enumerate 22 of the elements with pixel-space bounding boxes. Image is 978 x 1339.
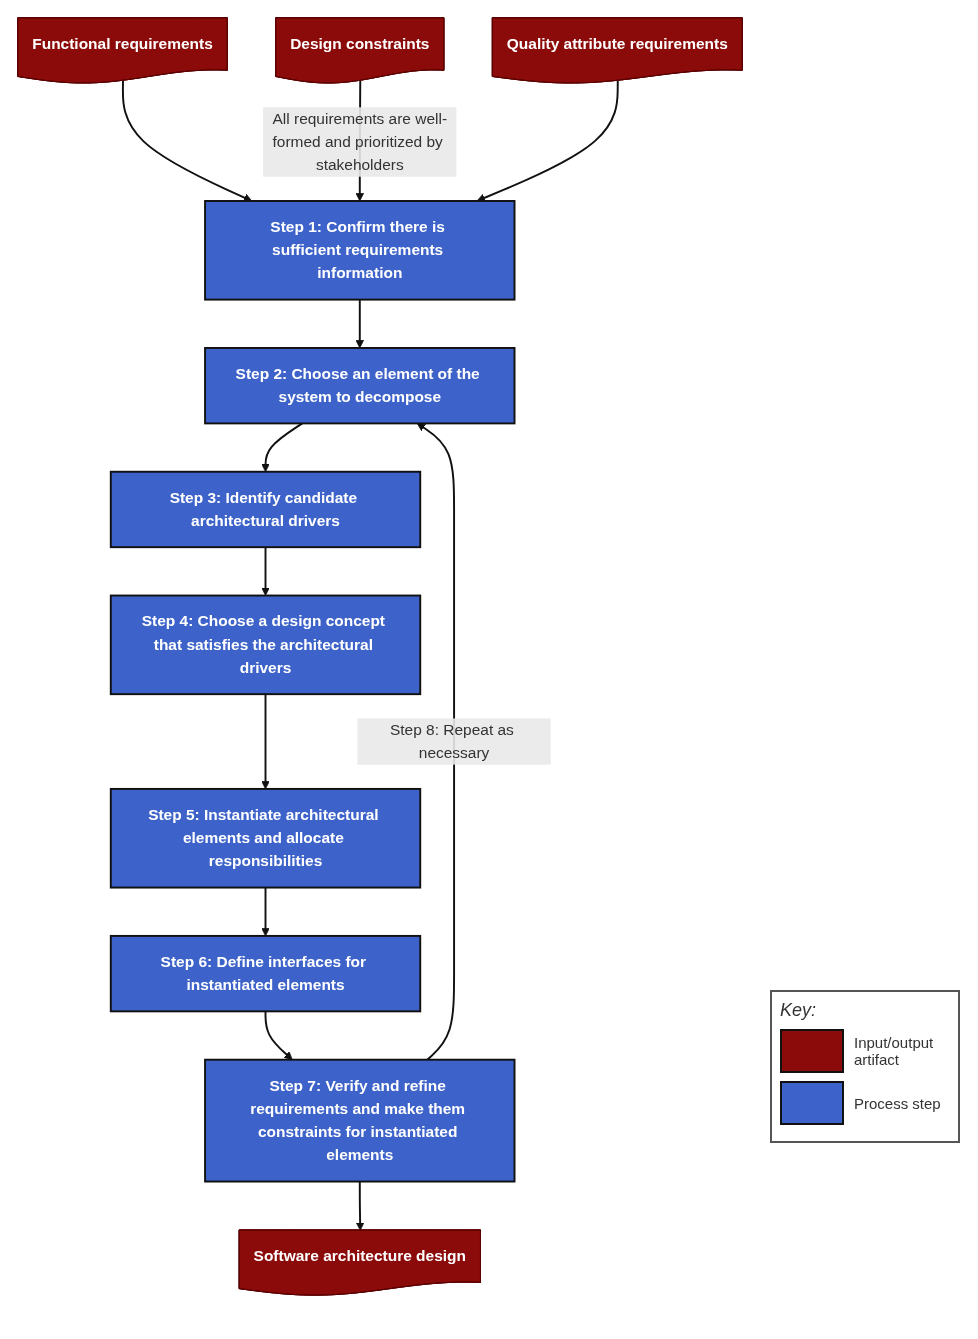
node-box: Step 2: Choose an element of the system to decompose	[204, 347, 516, 425]
legend-text: Process step	[854, 1094, 941, 1112]
arrow	[261, 886, 270, 937]
node-box: Step 7: Verify and refine requirements and make them constraints for instantiated elements	[204, 1058, 516, 1183]
node-box: Step 4: Choose a design concept that satisfies the architectural drivers	[109, 594, 422, 696]
edge-label: Step 8: Repeat as necessary	[390, 721, 514, 761]
arrow	[261, 693, 270, 790]
legend-text: Input/output artifact	[854, 1034, 935, 1068]
arrow	[261, 546, 270, 596]
arrow	[261, 422, 304, 473]
arrow	[355, 298, 365, 349]
arrow	[264, 1010, 293, 1061]
node-box: Step 6: Define interfaces for instantiated elements	[109, 934, 422, 1013]
node-box: Step 1: Confirm there is sufficient requirements information	[204, 200, 516, 301]
arrow	[355, 1180, 365, 1231]
legend-title: Key:	[780, 1000, 818, 1021]
node-box: Step 5: Instantiate architectural elements and allocate responsibilities	[109, 787, 422, 889]
arrow	[476, 79, 619, 202]
arrow	[121, 79, 253, 202]
node-box: Step 3: Identify candidate architectural drivers	[109, 470, 422, 549]
edge-label: All requirements are well-formed and prioritized by stakeholders	[272, 110, 448, 173]
arrow	[416, 423, 456, 1061]
